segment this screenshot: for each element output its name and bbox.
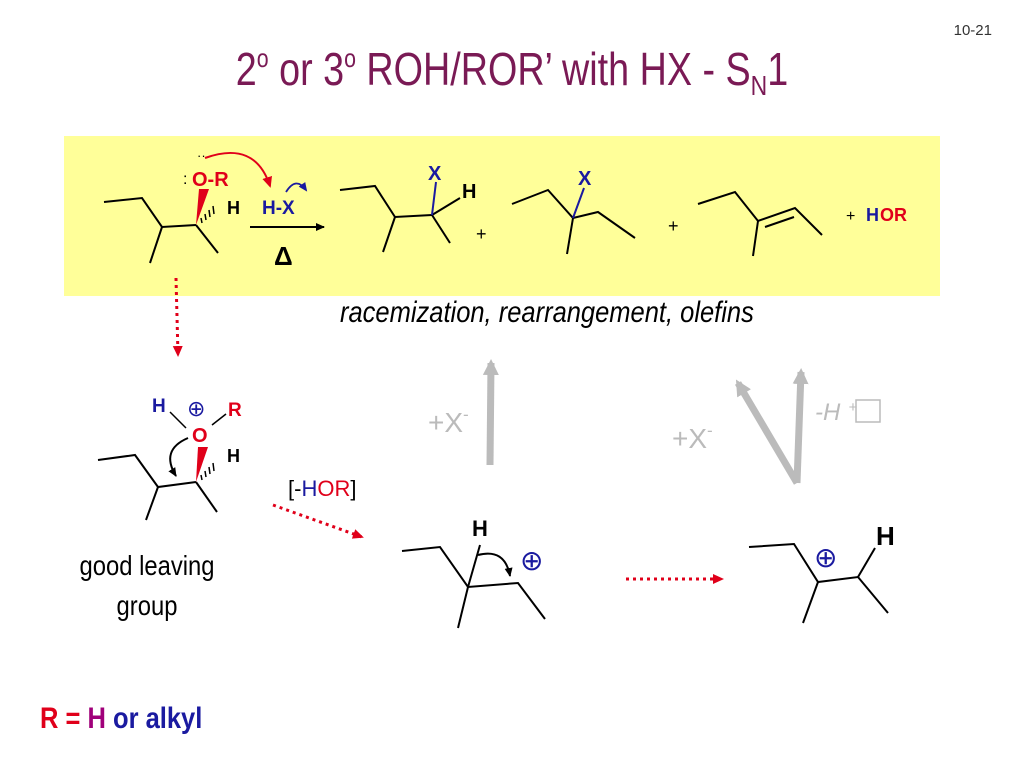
r-definition-r: R [40, 702, 59, 735]
cation2-skeleton [748, 542, 889, 624]
protonated-charge: ⊕ [187, 396, 205, 421]
outcomes-caption: racemization, rearrangement, olefins [340, 296, 754, 329]
cation1-skeleton [401, 544, 546, 629]
reagent-curved-arrow [285, 181, 308, 193]
product1-h-label: H [462, 181, 476, 203]
loss-close: ] [350, 476, 356, 501]
minus-h-charge-box [855, 399, 881, 423]
add-x-1-sup: - [463, 405, 469, 424]
hash-bond [200, 205, 215, 224]
alkene-skeleton [697, 190, 823, 257]
minus-h-label: -H + [815, 399, 857, 426]
protonated-hash-bond [200, 462, 215, 481]
title-text-4: 1 [767, 43, 789, 95]
r-definition-eq: = [65, 702, 81, 735]
slide-number: 10-21 [953, 22, 992, 39]
loss-open: [- [288, 476, 301, 501]
cation1-charge: ⊕ [520, 545, 543, 576]
protonated-shift-arrow [168, 437, 189, 477]
add-x-label-2: +X- [672, 421, 713, 454]
protonated-skeleton [97, 453, 218, 521]
gray-arrow-2 [734, 379, 801, 485]
lone-pair-left: : [183, 171, 187, 188]
reactant-skeleton [103, 196, 219, 264]
gray-arrow-1 [482, 359, 499, 466]
add-x-1-base: +X [428, 407, 463, 438]
r-definition-rest: or alkyl [113, 702, 203, 735]
product1-c-x-bond [431, 181, 437, 216]
protonated-o-label: O [192, 425, 208, 447]
product2-c-x-bond [572, 187, 585, 219]
reagent-label: H-X [262, 198, 295, 219]
plus-sign-1: + [476, 224, 487, 244]
add-x-2-sup: - [707, 421, 713, 440]
protonated-r-bond [211, 413, 227, 426]
title-text-2: or 3 [268, 43, 345, 95]
protonated-h-bond [169, 411, 187, 429]
cation2-charge: ⊕ [814, 542, 837, 573]
leaving-group-line2: group [116, 590, 178, 621]
wedge-bond [196, 189, 209, 225]
byproduct-or: OR [880, 205, 907, 225]
title-sup-2: o [344, 43, 356, 73]
cation1-h-label: H [472, 516, 488, 541]
plus-sign-2: + [668, 216, 679, 236]
leaving-group-line1: good leaving [79, 550, 215, 581]
r-definition: R = H or alkyl [40, 702, 202, 736]
minus-h-sup: + [848, 399, 857, 416]
title-text-3: ROH/ROR’ with HX - S [355, 43, 751, 95]
hydride-shift-arrow [477, 552, 513, 577]
reactant-h-label: H [227, 198, 240, 218]
product2-skeleton [511, 188, 636, 255]
minus-h-base: -H [815, 399, 841, 426]
electron-push-arrow [204, 151, 272, 188]
add-x-label-1: +X- [428, 405, 469, 438]
dotted-arrow-diagonal [272, 503, 364, 539]
heat-symbol: Δ [274, 241, 293, 271]
gray-arrow-3 [792, 368, 809, 484]
product1-skeleton [339, 184, 461, 253]
leaving-group-caption: good leaving group [75, 546, 220, 626]
dotted-arrow-down [172, 277, 183, 357]
lone-pair-top: ·· [197, 148, 206, 163]
title-text-1: 2 [235, 43, 257, 95]
cation2-h-label: H [876, 521, 895, 551]
protonated-h-top: H [152, 396, 166, 417]
loss-label: [-HOR] [288, 476, 356, 501]
protonated-h-right: H [227, 446, 240, 466]
title-sub: N [750, 70, 768, 101]
r-definition-h: H [87, 702, 106, 735]
loss-or: OR [317, 476, 350, 501]
loss-h: H [301, 476, 317, 501]
product1-x-label: X [428, 163, 442, 185]
protonated-wedge-bond [196, 447, 208, 482]
product2-x-label: X [578, 168, 592, 190]
slide-title: 2o or 3o ROH/ROR’ with HX - SN1 [92, 42, 932, 102]
byproduct-h: H [866, 205, 879, 225]
add-x-2-base: +X [672, 423, 707, 454]
byproduct-plus: + [846, 208, 855, 225]
substituent-label: O-R [192, 169, 229, 191]
protonated-r-label: R [228, 400, 242, 421]
title-sup-1: o [256, 43, 269, 73]
